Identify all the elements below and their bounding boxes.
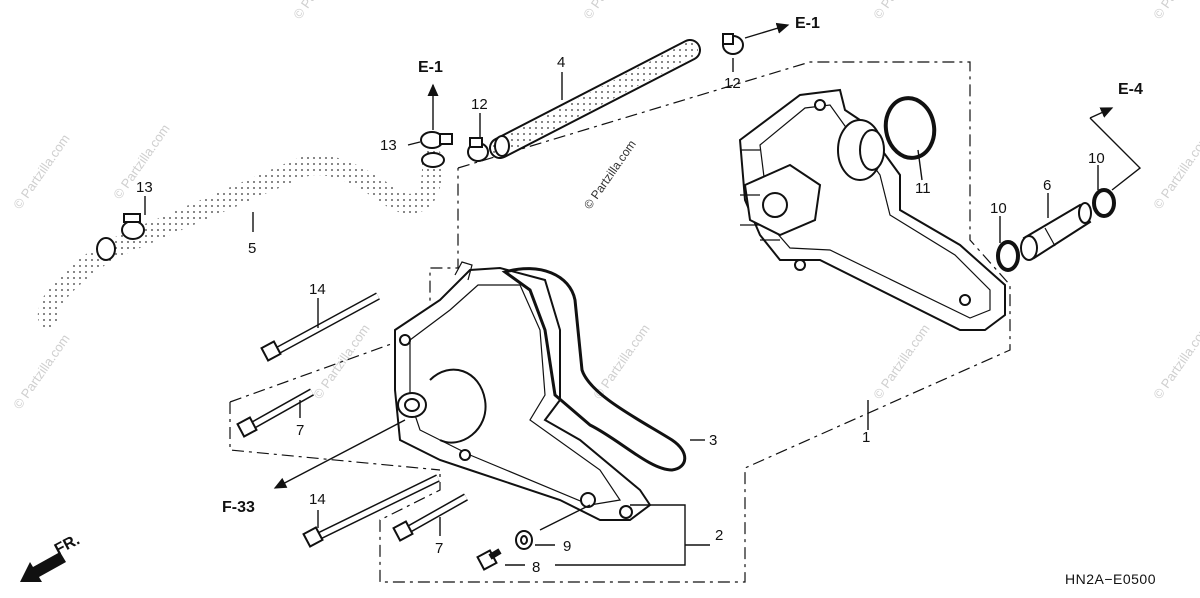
callout-7: 7 [296, 422, 304, 439]
water-pump-body [738, 88, 1006, 331]
callout-6: 6 [1043, 177, 1051, 194]
assembly-outline [229, 61, 1011, 583]
hose-5 [36, 147, 445, 329]
callout-11: 11 [915, 180, 931, 197]
watermark: © Partzilla.com [10, 331, 73, 411]
hose-4 [489, 39, 701, 159]
water-pump-cover [394, 261, 652, 521]
callout-7: 7 [435, 540, 443, 557]
watermark-center: © Partzilla.com [581, 137, 639, 211]
watermark: © Partzilla.com [590, 321, 653, 401]
front-arrow [20, 552, 66, 582]
gasket-3 [501, 267, 687, 472]
callout-9: 9 [563, 538, 571, 555]
hose-clamps [121, 33, 744, 240]
bolts [236, 292, 533, 571]
watermark: © Partzilla.com [1150, 131, 1200, 211]
callout-13: 13 [380, 137, 397, 154]
leader-lines [144, 22, 1142, 566]
watermark: © Partzilla.com [10, 131, 73, 211]
callout-5: 5 [248, 240, 256, 257]
ref-e4: E-4 [1118, 81, 1143, 98]
joint-pipe-6 [996, 188, 1116, 272]
watermark: © Partzilla.com [870, 0, 933, 22]
callout-14: 14 [309, 491, 326, 508]
ref-e1-top: E-1 [418, 59, 443, 76]
callout-13: 13 [136, 179, 153, 196]
callout-4: 4 [557, 54, 565, 71]
callout-8: 8 [532, 559, 540, 576]
watermark: © Partzilla.com [580, 0, 643, 22]
watermark: © Partzilla.com [1150, 321, 1200, 401]
callout-12: 12 [724, 75, 741, 92]
callout-2: 2 [715, 527, 723, 544]
watermark: © Partzilla.com [870, 321, 933, 401]
callout-10: 10 [1088, 150, 1105, 167]
watermark: © Partzilla.com [290, 0, 353, 22]
ref-f33: F-33 [222, 499, 255, 516]
callout-12: 12 [471, 96, 488, 113]
watermark: © Partzilla.com [1150, 0, 1200, 22]
callout-10: 10 [990, 200, 1007, 217]
callout-3: 3 [709, 432, 717, 449]
o-ring-11 [883, 96, 937, 160]
diagram-code: HN2A−E0500 [1065, 571, 1156, 587]
callout-1: 1 [862, 429, 870, 446]
ref-e1-right: E-1 [795, 15, 820, 32]
callout-14: 14 [309, 281, 326, 298]
